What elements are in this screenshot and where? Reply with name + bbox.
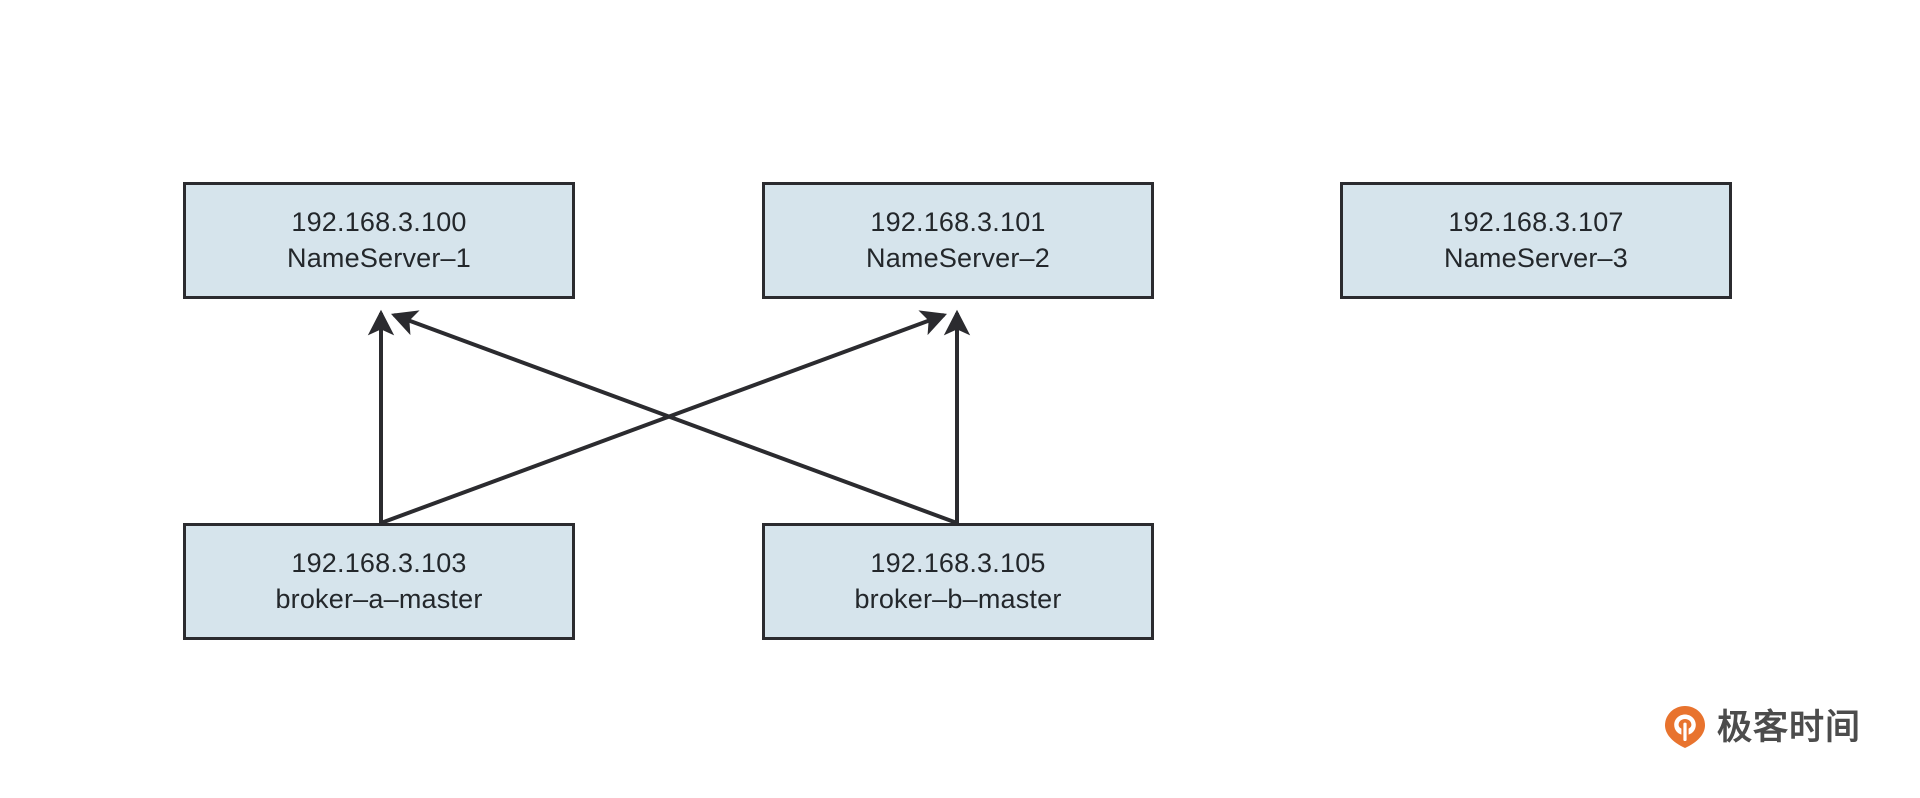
edge-broker-b-to-nameserver-1 [390, 310, 958, 525]
node-role: NameServer–2 [866, 242, 1050, 273]
edge-broker-a-to-nameserver-2 [380, 310, 948, 525]
node-ip: 192.168.3.107 [1448, 206, 1624, 237]
watermark: 极客时间 [1663, 705, 1861, 749]
node-nameserver-2[interactable]: 192.168.3.101 NameServer–2 [762, 182, 1154, 299]
node-ip: 192.168.3.101 [870, 206, 1046, 237]
watermark-brand-text: 极客时间 [1717, 707, 1862, 747]
node-broker-a-master[interactable]: 192.168.3.103 broker–a–master [183, 523, 575, 640]
node-nameserver-1[interactable]: 192.168.3.100 NameServer–1 [183, 182, 575, 299]
node-role: NameServer–1 [287, 242, 471, 273]
node-role: broker–a–master [275, 583, 483, 614]
node-role: NameServer–3 [1444, 242, 1628, 273]
node-ip: 192.168.3.103 [291, 547, 467, 578]
node-role: broker–b–master [854, 583, 1062, 614]
node-ip: 192.168.3.105 [870, 547, 1046, 578]
geektime-logo-icon [1663, 705, 1707, 749]
node-broker-b-master[interactable]: 192.168.3.105 broker–b–master [762, 523, 1154, 640]
node-ip: 192.168.3.100 [291, 206, 467, 237]
node-nameserver-3[interactable]: 192.168.3.107 NameServer–3 [1340, 182, 1732, 299]
